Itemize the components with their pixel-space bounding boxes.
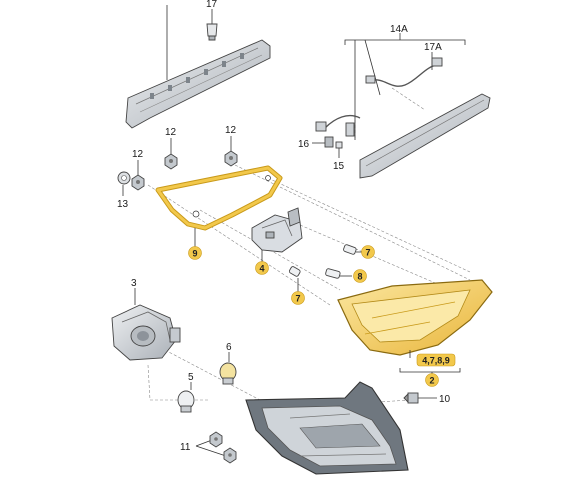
high-mount-brake-light bbox=[125, 5, 271, 129]
bulb-7-lower bbox=[288, 266, 301, 293]
callout-15: 15 bbox=[333, 161, 345, 172]
clip-10 bbox=[403, 392, 437, 404]
bulb-7-upper bbox=[343, 244, 362, 255]
callout-12-far-left: 12 bbox=[132, 149, 144, 160]
callout-11: 11 bbox=[180, 442, 191, 453]
badge-7-upper: 7 bbox=[361, 245, 375, 259]
bulb-6 bbox=[219, 352, 237, 385]
socket-housing-3 bbox=[111, 288, 181, 361]
svg-text:7: 7 bbox=[365, 248, 370, 258]
callout-6: 6 bbox=[226, 342, 232, 353]
callout-13: 13 bbox=[117, 199, 129, 210]
svg-text:4,7,8,9: 4,7,8,9 bbox=[422, 356, 450, 366]
rear-light-strip-14A bbox=[312, 33, 491, 179]
svg-text:7: 7 bbox=[295, 294, 300, 304]
callout-labels: 17 14A 17A 16 15 12 12 12 13 3 6 5 11 10 bbox=[117, 0, 451, 453]
badge-2: 2 bbox=[425, 373, 439, 387]
inner-tail-light-2 bbox=[337, 279, 493, 376]
badge-4: 4 bbox=[255, 261, 269, 275]
washer-13 bbox=[117, 171, 131, 196]
badge-8: 8 bbox=[353, 269, 367, 283]
nut-12-far-left bbox=[131, 160, 145, 191]
bulb-5 bbox=[177, 382, 195, 413]
gasket-9 bbox=[155, 165, 283, 247]
badge-labels: 9 4 7 8 7 4,7,8,9 2 bbox=[188, 245, 456, 387]
nut-12-left bbox=[164, 138, 178, 170]
callout-10: 10 bbox=[439, 394, 451, 405]
callout-14A: 14A bbox=[390, 24, 408, 35]
callout-17: 17 bbox=[206, 0, 218, 10]
callout-17A: 17A bbox=[424, 42, 442, 53]
callout-16: 16 bbox=[298, 139, 310, 150]
badge-4789: 4,7,8,9 bbox=[416, 353, 456, 367]
bulb-8 bbox=[325, 268, 352, 279]
bulb-holder-4 bbox=[251, 207, 303, 262]
callout-12-left: 12 bbox=[165, 127, 177, 138]
svg-text:4: 4 bbox=[259, 264, 264, 274]
badge-9: 9 bbox=[188, 246, 202, 260]
nuts-11 bbox=[195, 431, 237, 464]
callout-12-right: 12 bbox=[225, 125, 237, 136]
callout-5: 5 bbox=[188, 372, 194, 383]
callout-3: 3 bbox=[131, 278, 137, 289]
svg-text:8: 8 bbox=[357, 272, 362, 282]
badge-7-lower: 7 bbox=[291, 291, 305, 305]
svg-text:9: 9 bbox=[192, 249, 197, 259]
outer-tail-light bbox=[245, 381, 409, 475]
svg-text:2: 2 bbox=[429, 376, 434, 386]
nut-12-right bbox=[224, 136, 238, 167]
